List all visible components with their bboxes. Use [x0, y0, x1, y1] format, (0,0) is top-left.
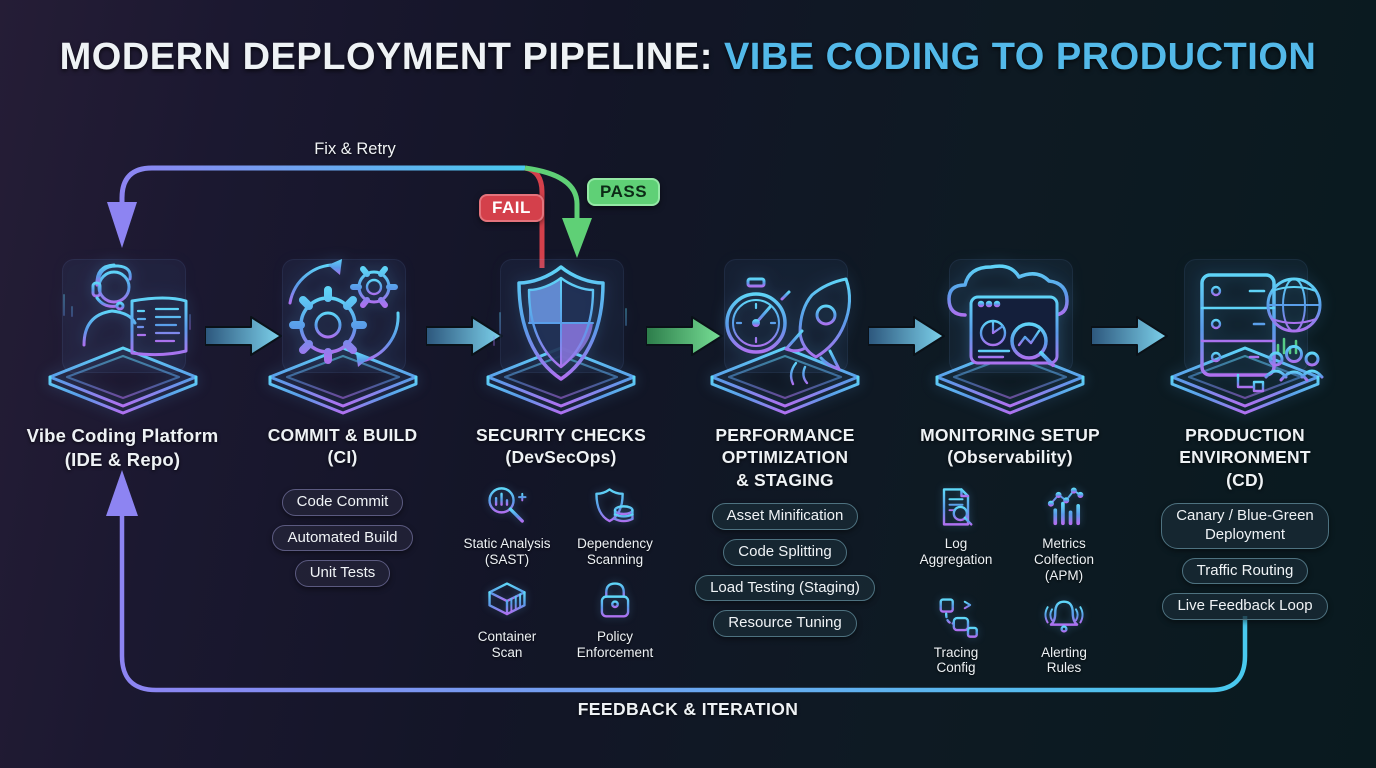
container-scan-icon — [488, 581, 526, 615]
flow-arrow-icon — [426, 316, 503, 356]
sub-label: Alerting Rules — [1041, 644, 1087, 676]
stage-title: SECURITY CHECKS (DevSecOps) — [476, 425, 646, 468]
log-aggregation-icon — [942, 488, 973, 526]
sub-metrics-collection: Metrics Colfection (APM) — [1034, 484, 1094, 584]
icon-backdrop — [500, 259, 624, 373]
sub-label: Metrics Colfection (APM) — [1033, 535, 1095, 583]
alerting-rules-icon — [1044, 596, 1084, 633]
policy-enforcement-icon — [600, 581, 630, 618]
pass-badge: PASS — [587, 178, 661, 206]
stage-pills: Code Commit Automated Build Unit Tests — [272, 488, 413, 588]
stage-title: PERFORMANCE OPTIMIZATION & STAGING — [715, 425, 855, 490]
stage-icon-wrap — [1160, 253, 1330, 418]
sub-container-scan: Container Scan — [477, 577, 537, 661]
stage-pills: Canary / Blue-Green Deployment Traffic R… — [1161, 503, 1329, 621]
metrics-collection-icon — [1047, 487, 1084, 526]
security-sub-items: Static Analysis (SAST) Dependency Scanni… — [454, 484, 668, 661]
stage-icon-wrap — [38, 253, 208, 418]
pill-resource-tuning: Resource Tuning — [713, 610, 857, 638]
retry-arrowhead — [107, 202, 137, 248]
stage-commit-build: COMMIT & BUILD (CI) Code Commit Automate… — [235, 253, 450, 588]
stage-title: MONITORING SETUP (Observability) — [920, 425, 1100, 468]
page-title: MODERN DEPLOYMENT PIPELINE: VIBE CODING … — [0, 36, 1376, 79]
flow-arrow-icon — [1091, 316, 1168, 356]
stage-vibe-coding: Vibe Coding Platform (IDE & Repo) — [15, 253, 230, 471]
gears-ci-icon — [268, 259, 417, 415]
dependency-scanning-icon — [595, 488, 634, 523]
title-highlight: VIBE CODING TO PRODUCTION — [723, 36, 1317, 78]
feedback-iteration-label: FEEDBACK & ITERATION — [577, 699, 799, 719]
stage-title: PRODUCTION ENVIRONMENT (CD) — [1179, 425, 1311, 490]
fail-badge: FAIL — [479, 194, 544, 222]
stage-icon-wrap — [476, 253, 646, 418]
cloud-dashboard-icon — [935, 264, 1085, 415]
pill-canary-blue-green: Canary / Blue-Green Deployment — [1161, 503, 1329, 549]
pill-asset-minification: Asset Minification — [711, 503, 859, 530]
title-prefix: MODERN DEPLOYMENT PIPELINE: — [59, 36, 724, 78]
pill-live-feedback-loop: Live Feedback Loop — [1162, 593, 1328, 621]
icon-backdrop — [281, 259, 406, 373]
stage-monitoring: MONITORING SETUP (Observability) Log Agg… — [897, 253, 1123, 676]
sub-dependency-scanning: Dependency Scanning — [577, 484, 653, 568]
fix-retry-label: Fix & Retry — [314, 140, 396, 158]
pill-traffic-routing: Traffic Routing — [1181, 557, 1309, 585]
stage-icon-wrap — [700, 253, 870, 418]
stage-title: Vibe Coding Platform (IDE & Repo) — [26, 425, 219, 470]
sub-alerting-rules: Alerting Rules — [1040, 593, 1088, 677]
stopwatch-rocket-icon — [710, 277, 860, 415]
developer-headset-icon — [48, 263, 197, 415]
flow-arrow-green-icon — [646, 316, 723, 356]
pill-load-testing: Load Testing (Staging) — [695, 574, 875, 602]
sub-label: Static Analysis (SAST) — [463, 535, 551, 567]
server-globe-icon — [1170, 273, 1324, 415]
stage-production: PRODUCTION ENVIRONMENT (CD) Canary / Blu… — [1128, 253, 1362, 621]
sub-policy-enforcement: Policy Enforcement — [576, 577, 654, 661]
icon-backdrop — [724, 259, 848, 373]
sub-static-analysis: Static Analysis (SAST) — [463, 484, 551, 568]
tracing-config-icon — [939, 597, 978, 638]
flow-arrow-icon — [205, 316, 282, 356]
stage-security-checks: SECURITY CHECKS (DevSecOps) Static Analy… — [448, 253, 674, 660]
sub-label: Tracing Config — [933, 644, 979, 676]
stage-icon-wrap — [258, 253, 428, 418]
sub-tracing-config: Tracing Config — [932, 593, 980, 677]
icon-backdrop — [61, 259, 186, 373]
stage-performance: PERFORMANCE OPTIMIZATION & STAGING Asset… — [672, 253, 898, 638]
static-analysis-icon — [488, 486, 527, 523]
sub-label: Container Scan — [477, 628, 537, 660]
monitoring-sub-items: Log Aggregation Metrics Colfection (APM) — [903, 484, 1117, 677]
icon-backdrop — [1184, 259, 1308, 373]
pill-automated-build: Automated Build — [272, 524, 413, 552]
pill-unit-tests: Unit Tests — [294, 560, 391, 588]
sub-label: Dependency Scanning — [577, 535, 653, 567]
pass-arrowhead — [562, 218, 592, 258]
security-shield-icon — [486, 265, 636, 415]
pill-code-splitting: Code Splitting — [723, 538, 847, 566]
stage-pills: Asset Minification Code Splitting Load T… — [695, 503, 875, 638]
feedback-arrowhead — [106, 470, 138, 516]
sub-label: Policy Enforcement — [576, 628, 654, 660]
icon-backdrop — [949, 259, 1073, 373]
sub-log-aggregation: Log Aggregation — [919, 484, 993, 568]
fix-retry-loop-line — [107, 165, 592, 268]
stage-icon-wrap — [925, 253, 1095, 418]
pill-code-commit: Code Commit — [281, 488, 404, 516]
stage-title: COMMIT & BUILD (CI) — [267, 425, 418, 468]
flow-arrow-icon — [868, 316, 945, 356]
sub-label: Log Aggregation — [919, 535, 993, 567]
